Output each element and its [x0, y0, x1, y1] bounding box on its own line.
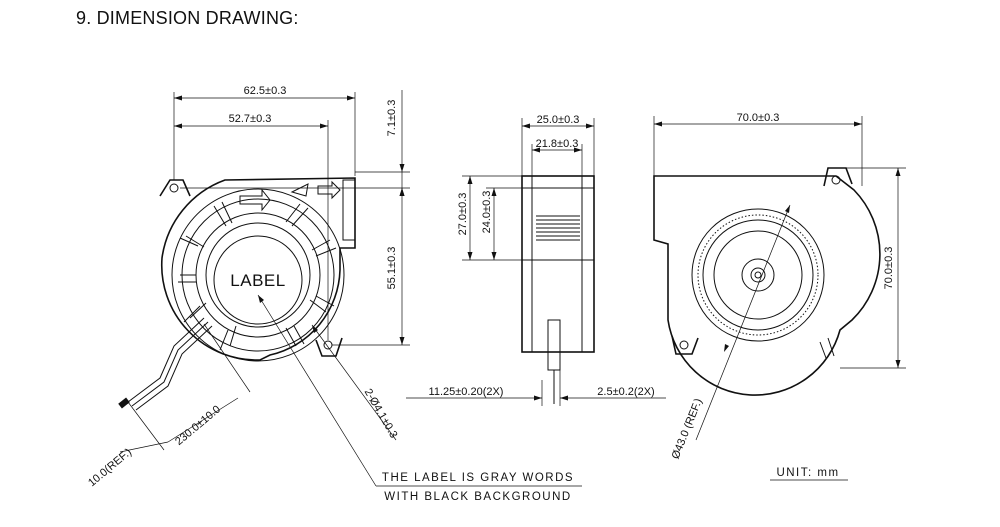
dim-mount-holes: 2-Ø4.1±0.3 [362, 387, 400, 441]
dim-side-inner: 21.8±0.3 [536, 138, 579, 150]
dim-back-width: 70.0±0.3 [737, 112, 780, 124]
front-view: LABEL 62.5±0.3 52.7±0.3 7.1 [86, 85, 582, 489]
dim-side-width: 25.0±0.3 [537, 114, 580, 126]
dim-front-height: 55.1±0.3 [386, 247, 398, 290]
back-view: 70.0±0.3 70.0±0.3 Ø43.0 (REF.) [653, 112, 906, 461]
dim-side-offset-left: 11.25±0.20(2X) [429, 386, 504, 398]
label-note-line2: WITH BLACK BACKGROUND [384, 491, 571, 503]
dim-front-width-overall: 62.5±0.3 [244, 85, 287, 97]
dim-front-width-inner: 52.7±0.3 [229, 113, 272, 125]
page-title: 9. DIMENSION DRAWING: [76, 8, 299, 28]
dim-side-h1: 27.0±0.3 [457, 193, 469, 236]
dim-front-top-offset: 7.1±0.3 [386, 100, 398, 137]
dim-back-dia: Ø43.0 (REF.) [670, 397, 705, 461]
label-note-line1: THE LABEL IS GRAY WORDS [382, 472, 574, 484]
label-text: LABEL [230, 271, 285, 290]
dim-side-offset-right: 2.5±0.2(2X) [597, 386, 654, 398]
side-view: 25.0±0.3 21.8±0.3 27.0±0.3 24.0±0.3 [406, 114, 666, 406]
dim-cable-ref: 10.0(REF.) [86, 446, 134, 489]
unit-note: UNIT: mm [776, 467, 839, 479]
dim-cable-length: 230.0±10.0 [173, 403, 223, 448]
dim-side-h2: 24.0±0.3 [481, 191, 493, 234]
dim-back-height: 70.0±0.3 [883, 247, 895, 290]
